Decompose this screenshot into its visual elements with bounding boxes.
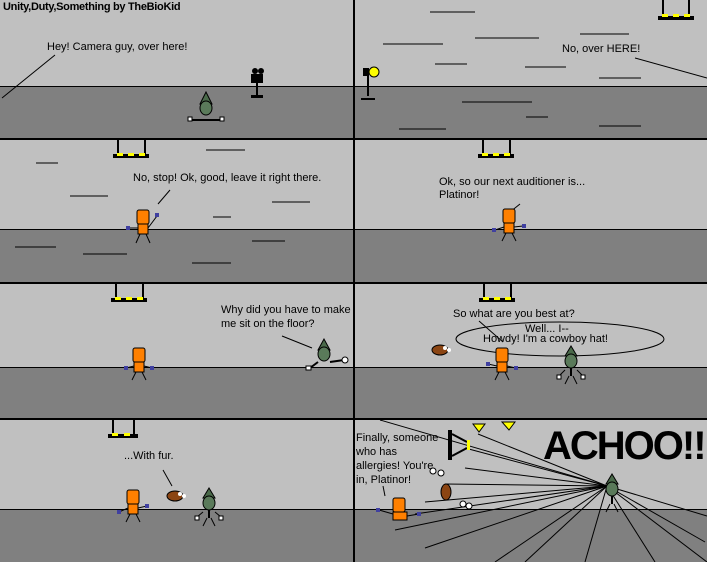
speech-text: Well... I-- [525, 323, 569, 335]
stage-light-icon [479, 284, 515, 302]
panel-7-art [108, 420, 224, 527]
panel-7: ...With fur. [0, 420, 353, 562]
speech-text: So what are you best at? [453, 308, 575, 320]
movie-camera-icon [251, 68, 264, 98]
stage-light-icon [111, 284, 147, 302]
speech-text: Platinor! [439, 189, 480, 201]
green-alien-sitting [187, 90, 225, 122]
floor [0, 229, 353, 282]
panel-3-art [15, 140, 310, 264]
stage-light-icon [478, 140, 514, 158]
green-alien-standing [556, 345, 586, 385]
floor [0, 86, 353, 138]
panel-8: Finally, someone who has allergies! You'… [355, 420, 707, 562]
panel-1: Unity,Duty,Something by TheBioKid Hey! C… [0, 0, 353, 138]
floor [355, 367, 707, 418]
flying-stage-light-icon [448, 430, 470, 460]
speech-text: who has [356, 446, 397, 458]
panel-2: No, over HERE! [355, 0, 707, 138]
green-alien-standing [194, 487, 224, 527]
speech-text: Hey! Camera guy, over here! [47, 41, 188, 53]
stage-light-icon [658, 0, 694, 20]
orange-robot-platinor [486, 347, 518, 381]
speech-text: No, over HERE! [562, 43, 641, 55]
sneeze-burst-lines [379, 420, 707, 562]
panel-5: Why did you have to make me sit on the f… [0, 284, 353, 418]
panel-6-art [431, 284, 665, 385]
comic-title: Unity,Duty,Something by TheBioKid [3, 1, 181, 13]
sneeze-sound-effect: ACHOO!!! [543, 424, 707, 468]
panel-6: So what are you best at? Well... I-- How… [355, 284, 707, 418]
furry-cowboy-hat [431, 344, 451, 356]
orange-robot-platinor [124, 347, 154, 381]
spotlight-icon [361, 66, 380, 100]
panel-4-art [478, 140, 526, 242]
stage-light-icon [113, 140, 149, 158]
furry-cowboy-hat [440, 483, 473, 510]
furry-cowboy-hat [166, 490, 186, 502]
floor [0, 367, 353, 418]
flying-light-bulbs [472, 421, 516, 433]
speech-text: allergies! You're [356, 460, 434, 472]
panel-2-art [361, 0, 707, 130]
speech-text: in, Platinor! [356, 474, 412, 486]
orange-robot-platinor-fallen [376, 497, 421, 521]
panel-5-art [111, 284, 349, 381]
speech-text: ...With fur. [124, 450, 174, 462]
vertical-panel-divider [353, 0, 355, 562]
horizontal-panel-divider [0, 138, 707, 140]
orange-robot-platinor [126, 209, 159, 244]
horizontal-panel-divider [0, 418, 707, 420]
panel-8-art [376, 420, 707, 562]
orange-robot-platinor [492, 208, 526, 242]
speech-text: Howdy! I'm a cowboy hat! [483, 333, 608, 345]
floor [0, 509, 353, 562]
panel-1-art [1, 54, 264, 122]
green-alien-sitting [305, 337, 349, 371]
panel-3: No, stop! Ok, good, leave it right there… [0, 140, 353, 282]
horizontal-panel-divider [0, 282, 707, 284]
orange-robot-platinor [117, 489, 149, 523]
speech-text: Finally, someone [356, 432, 439, 444]
panel-4: Ok, so our next auditioner is... Platino… [355, 140, 707, 282]
green-alien-sneezing [605, 473, 619, 513]
stage-light-icon [108, 420, 138, 438]
speech-text: Why did you have to make [221, 304, 351, 316]
speech-text: me sit on the floor? [221, 318, 315, 330]
floor [355, 229, 707, 282]
speech-bubble [455, 321, 665, 357]
speech-text: No, stop! Ok, good, leave it right there… [133, 172, 322, 184]
speech-text: Ok, so our next auditioner is... [439, 176, 586, 188]
